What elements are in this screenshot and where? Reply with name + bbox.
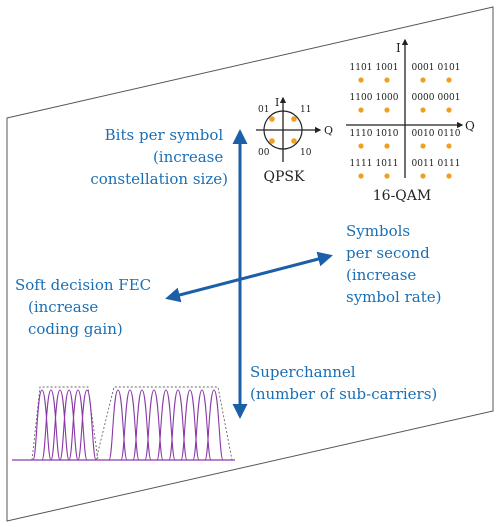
qpsk-constellation: I Q 01 11 00 10 QPSK: [256, 96, 333, 185]
subcarrier-peak: [68, 389, 88, 461]
subcarrier-peak: [132, 389, 152, 461]
symbols-per-second-label: Symbols per second (increase symbol rate…: [346, 222, 441, 306]
qpsk-point: [269, 138, 275, 144]
qam16-i-label: I: [396, 41, 401, 55]
superchannel-label: Superchannel (number of sub-carriers): [250, 363, 437, 403]
qam16-bit-label: 1000: [376, 93, 399, 103]
qam16-point: [446, 143, 452, 149]
subcarrier-peak: [168, 389, 188, 461]
soft-decision-fec-label: Soft decision FEC (increase coding gain): [15, 276, 156, 338]
qam16-point: [446, 173, 452, 179]
qam16-bit-label: 1100: [350, 93, 373, 103]
qam16-bit-label: 0001: [412, 63, 435, 73]
qpsk-title: QPSK: [264, 169, 305, 185]
subcarrier-peak: [120, 389, 140, 461]
qam16-bit-label: 1111: [350, 159, 373, 169]
qam16-bit-label: 0000: [412, 93, 435, 103]
qam16-bit-label: 0011: [412, 159, 435, 169]
qpsk-point-label: 10: [300, 148, 312, 158]
qpsk-unit-circle: [263, 110, 303, 150]
spectrum-envelope-b: [95, 386, 233, 461]
qam16-bit-label: 0110: [438, 129, 461, 139]
bits-per-symbol-label: Bits per symbol (increase constellation …: [90, 126, 228, 188]
qam16-point: [420, 77, 426, 83]
qam16-bit-label: 0101: [438, 63, 461, 73]
symbol-rate-axis-arrow: [165, 251, 333, 303]
qpsk-point: [291, 138, 297, 144]
qam16-bit-label: 0001: [438, 93, 461, 103]
qam16-point: [384, 107, 390, 113]
subcarrier-peak: [32, 389, 52, 461]
subcarrier-peak: [108, 389, 128, 461]
qam16-bit-label: 1110: [350, 129, 373, 139]
qpsk-point: [291, 116, 297, 122]
qpsk-point-label: 00: [258, 148, 270, 158]
subcarrier-peak: [144, 389, 164, 461]
qam16-bit-label: 1011: [376, 159, 399, 169]
plane-background: [6, 6, 494, 522]
subcarrier-peak: [41, 389, 61, 461]
qam16-bit-label: 1001: [376, 63, 399, 73]
spectrum-envelope-a: [31, 386, 99, 461]
qam16-bit-label: 1010: [376, 129, 399, 139]
qam16-point: [384, 173, 390, 179]
qam16-bit-label: 0010: [412, 129, 435, 139]
qam16-point: [384, 143, 390, 149]
qam16-title: 16-QAM: [373, 188, 431, 204]
subcarrier-peak: [50, 389, 70, 461]
subcarrier-peak: [204, 389, 224, 461]
subcarrier-peak: [192, 389, 212, 461]
subcarrier-peak: [180, 389, 200, 461]
qpsk-q-label: Q: [324, 124, 333, 137]
subcarrier-peak: [77, 389, 97, 461]
qam16-bit-label: 0111: [438, 159, 461, 169]
qam16-point: [358, 173, 364, 179]
qam16-point: [420, 107, 426, 113]
qam16-point: [384, 77, 390, 83]
qpsk-point: [269, 116, 275, 122]
qam16-point: [446, 107, 452, 113]
qam16-point: [358, 107, 364, 113]
superchannel-spectrum: [12, 386, 235, 461]
qam16-bit-label: 1101: [350, 63, 373, 73]
qam16-point: [420, 173, 426, 179]
qam16-point: [358, 143, 364, 149]
qpsk-point-label: 01: [258, 105, 269, 115]
qam16-point: [358, 77, 364, 83]
qam16-point: [420, 143, 426, 149]
qpsk-point-label: 11: [300, 105, 311, 115]
qam16-q-label: Q: [465, 119, 475, 133]
subcarrier-peak: [59, 389, 79, 461]
qam16-point: [446, 77, 452, 83]
subcarrier-peak: [156, 389, 176, 461]
qpsk-i-label: I: [275, 96, 279, 109]
